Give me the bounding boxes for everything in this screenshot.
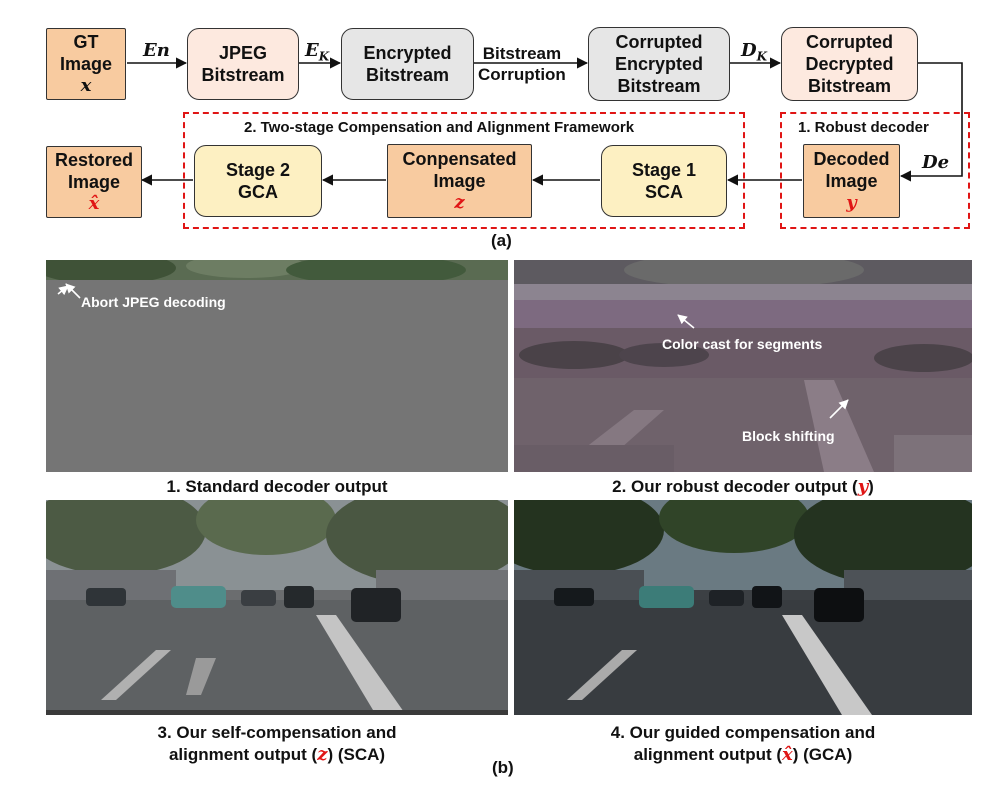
cenc-line3: Bitstream (617, 76, 701, 96)
robust-decoder-region (780, 112, 970, 229)
corruption-line1: Bitstream (482, 44, 562, 63)
arrow-dk-base: D (741, 40, 757, 61)
cenc-line2: Encrypted (614, 54, 704, 74)
robust-decoder-label: 1. Robust decoder (798, 119, 929, 136)
decoded-line1: Decoded (813, 149, 890, 169)
stage1-line2: SCA (644, 182, 683, 202)
pipeline-arrows (127, 57, 963, 186)
jpeg-bitstream-box: JPEG Bitstream (187, 28, 299, 100)
abort-jpeg-annotation: Abort JPEG decoding (81, 294, 226, 310)
caption4-pre: alignment output ( (633, 745, 783, 764)
caption2-var: y (857, 476, 869, 497)
caption4-line1: 4. Our guided compensation and (610, 723, 876, 742)
enc-line2: Bitstream (365, 65, 450, 85)
cdec-line2: Decrypted (805, 54, 894, 74)
caption3-var: z (317, 744, 328, 765)
gt-image-line1: GT (73, 32, 99, 52)
robust-decoder-output-image: Color cast for segments Block shifting (514, 260, 972, 472)
stage1-sca-box: Stage 1 SCA (601, 145, 727, 217)
caption3-pre: alignment output ( (168, 745, 318, 764)
cdec-line1: Corrupted (806, 32, 893, 52)
decoded-var: y (846, 192, 857, 213)
caption2-post: ) (868, 477, 874, 496)
gt-image-box: GT Image x (46, 28, 126, 100)
restored-image-box: Restored Image x̂ (46, 146, 142, 218)
enc-line1: Encrypted (363, 43, 452, 63)
caption4-var: x̂ (782, 744, 793, 765)
arrow-dk-sub: K (756, 49, 768, 64)
gt-image-line2: Image (59, 54, 113, 74)
corruption-line2: Corruption (478, 65, 566, 84)
arrow-ek-sub: K (318, 49, 330, 64)
cenc-line1: Corrupted (615, 32, 703, 52)
restored-line1: Restored (54, 150, 134, 170)
jpeg-line1: JPEG (218, 43, 268, 63)
color-cast-annotation: Color cast for segments (662, 336, 823, 352)
robust-output-drawing (514, 260, 972, 472)
caption-robust-decoder: 2. Our robust decoder output (y) (514, 476, 972, 498)
caption3-post: ) (SCA) (327, 745, 386, 764)
block-shifting-annotation: Block shifting (742, 428, 835, 444)
gca-output-drawing (514, 500, 972, 715)
jpeg-line2: Bitstream (201, 65, 285, 85)
standard-decoder-output-image: Abort JPEG decoding (46, 260, 508, 472)
arrow-dk-label: DK (741, 40, 767, 64)
decoded-line2: Image (825, 171, 878, 191)
cdec-line3: Bitstream (807, 76, 892, 96)
arrow-de-label: De (922, 152, 950, 173)
caption4-post: ) (GCA) (792, 745, 853, 764)
restored-var: x̂ (88, 193, 100, 214)
comp-var: z (454, 192, 465, 213)
stage1-line1: Stage 1 (631, 160, 697, 180)
stage2-gca-box: Stage 2 GCA (194, 145, 322, 217)
caption-standard-decoder: 1. Standard decoder output (166, 477, 388, 496)
caption2-pre: 2. Our robust decoder output ( (612, 477, 858, 496)
encrypted-bitstream-box: Encrypted Bitstream (341, 28, 474, 100)
corrupted-encrypted-bitstream-box: Corrupted Encrypted Bitstream (588, 27, 730, 101)
caption-gca: 4. Our guided compensation and alignment… (514, 722, 972, 766)
compensated-image-box: Conpensated Image z (387, 144, 532, 218)
arrow-ek-base: E (305, 40, 319, 61)
panel-b-label: (b) (492, 758, 514, 777)
gt-image-var: x (80, 75, 92, 96)
sca-output-image (46, 500, 508, 715)
panel-a-label: (a) (491, 231, 512, 250)
caption3-line1: 3. Our self-compensation and (157, 723, 397, 742)
arrow-ek-label: EK (305, 40, 329, 64)
stage2-line2: GCA (238, 182, 278, 202)
framework-label: 2. Two-stage Compensation and Alignment … (244, 119, 635, 136)
stage2-line1: Stage 2 (225, 160, 291, 180)
gca-output-image (514, 500, 972, 715)
corrupted-decrypted-bitstream-box: Corrupted Decrypted Bitstream (781, 27, 918, 101)
comp-line1: Conpensated (402, 149, 517, 169)
sca-output-drawing (46, 500, 508, 715)
bitstream-corruption-label: Bitstream Corruption (478, 43, 566, 85)
comp-line2: Image (433, 171, 486, 191)
arrow-en-label: En (143, 40, 170, 61)
standard-output-drawing (46, 260, 508, 472)
caption-sca: 3. Our self-compensation and alignment o… (46, 722, 508, 766)
decoded-image-box: Decoded Image y (803, 144, 900, 218)
framework-region (183, 112, 745, 229)
restored-line2: Image (67, 172, 121, 192)
arrow-de (899, 62, 963, 182)
